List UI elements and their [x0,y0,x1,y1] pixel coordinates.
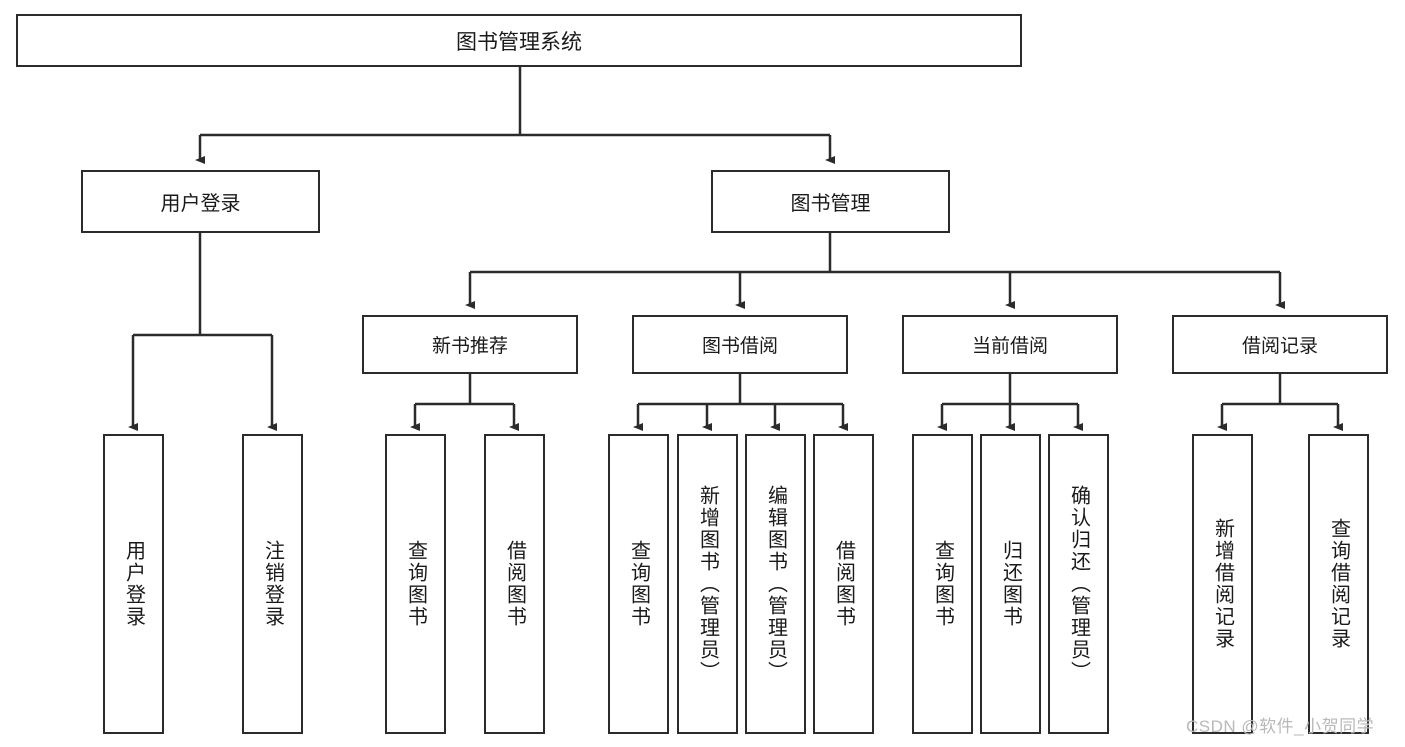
leaf-return-book[interactable]: 归还图书 [980,434,1041,734]
leaf-return-book-label: 归还图书 [999,540,1022,628]
leaf-borrow-book-new[interactable]: 借阅图书 [484,434,545,734]
leaf-borrow-book[interactable]: 借阅图书 [813,434,874,734]
leaf-user-login-label: 用户登录 [122,540,145,628]
node-new-book-recommend[interactable]: 新书推荐 [362,315,578,374]
node-book-borrow-label: 图书借阅 [701,336,778,357]
node-borrow-record[interactable]: 借阅记录 [1172,315,1388,374]
leaf-query-book-current-label: 查询图书 [931,540,954,628]
leaf-confirm-return-admin[interactable]: 确认归还（管理员） [1048,434,1109,734]
node-root-label: 图书管理系统 [456,30,582,54]
leaf-query-book-borrow[interactable]: 查询图书 [608,434,669,734]
node-user-login-label: 用户登录 [160,193,241,215]
node-current-borrow[interactable]: 当前借阅 [902,315,1118,374]
node-book-management-label: 图书管理 [790,193,871,215]
watermark: CSDN @软件_小贺同学 [1186,717,1375,736]
node-current-borrow-label: 当前借阅 [971,336,1048,357]
leaf-query-book-new[interactable]: 查询图书 [385,434,446,734]
leaf-user-logout-label: 注销登录 [261,540,284,628]
node-user-login[interactable]: 用户登录 [81,170,320,233]
leaf-add-borrow-record-label: 新增借阅记录 [1211,518,1234,650]
node-new-book-recommend-label: 新书推荐 [431,336,508,357]
leaf-edit-book-admin[interactable]: 编辑图书（管理员） [745,434,806,734]
leaf-query-borrow-record-label: 查询借阅记录 [1327,518,1350,650]
leaf-query-borrow-record[interactable]: 查询借阅记录 [1308,434,1369,734]
leaf-user-login[interactable]: 用户登录 [103,434,164,734]
leaf-add-book-admin[interactable]: 新增图书（管理员） [677,434,738,734]
leaf-add-book-admin-label: 新增图书（管理员） [696,485,719,683]
leaf-query-book-current[interactable]: 查询图书 [912,434,973,734]
node-root[interactable]: 图书管理系统 [16,14,1022,67]
leaf-user-logout[interactable]: 注销登录 [242,434,303,734]
leaf-add-borrow-record[interactable]: 新增借阅记录 [1192,434,1253,734]
leaf-query-book-borrow-label: 查询图书 [627,540,650,628]
node-book-borrow[interactable]: 图书借阅 [632,315,848,374]
leaf-borrow-book-label: 借阅图书 [832,540,855,628]
leaf-edit-book-admin-label: 编辑图书（管理员） [764,485,787,683]
node-book-management[interactable]: 图书管理 [711,170,950,233]
node-borrow-record-label: 借阅记录 [1241,336,1318,357]
leaf-borrow-book-new-label: 借阅图书 [503,540,526,628]
leaf-confirm-return-admin-label: 确认归还（管理员） [1067,485,1090,683]
leaf-query-book-new-label: 查询图书 [404,540,427,628]
